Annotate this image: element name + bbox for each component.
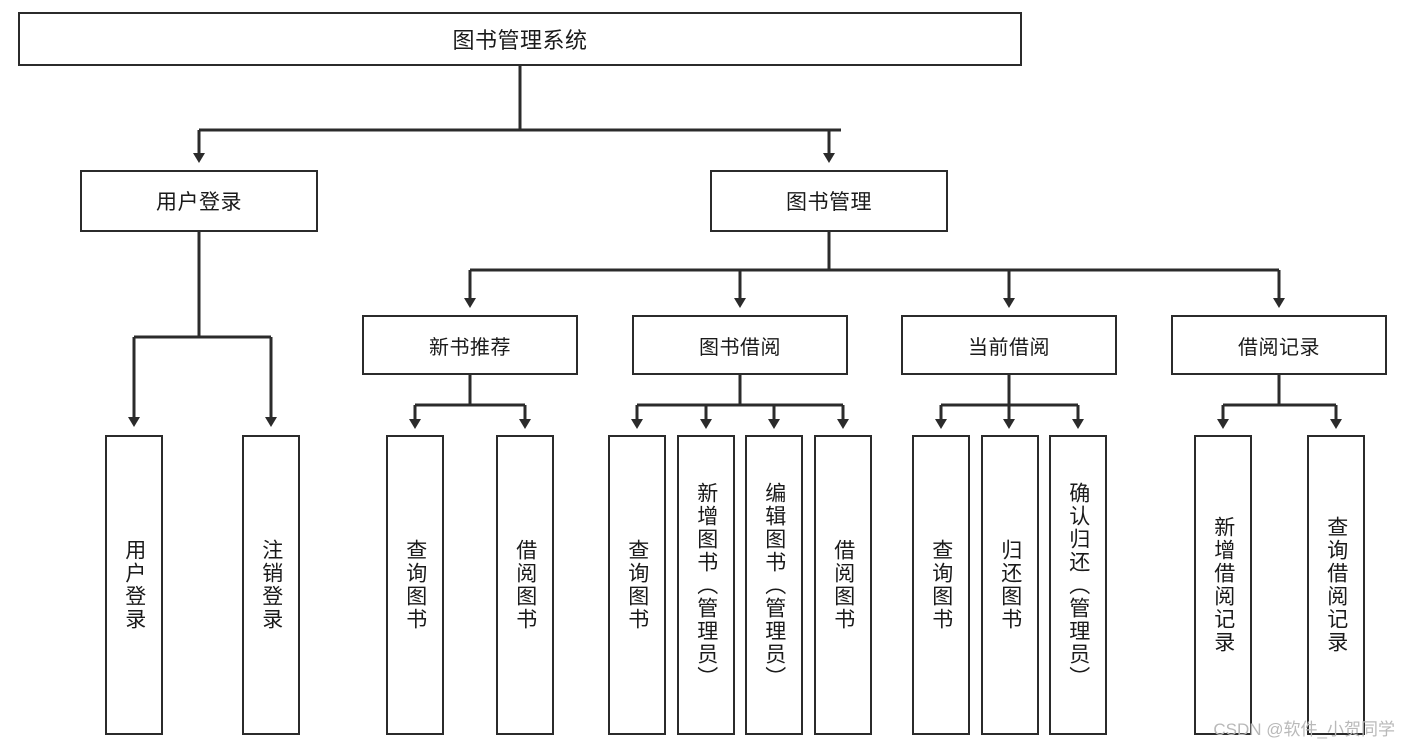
- leaf-borrow-book-1[interactable]: 借阅图书: [496, 435, 554, 735]
- leaf-edit-book[interactable]: 编辑图书（管理员）: [745, 435, 803, 735]
- node-new-book-recommend[interactable]: 新书推荐: [362, 315, 578, 375]
- node-book-management-label: 图书管理: [786, 191, 872, 214]
- leaf-logout-login-label: 注销登录: [259, 539, 283, 631]
- leaf-add-record-label: 新增借阅记录: [1211, 516, 1235, 654]
- leaf-confirm-return-label: 确认归还（管理员）: [1066, 481, 1090, 689]
- leaf-borrow-book-2-label: 借阅图书: [831, 539, 855, 631]
- leaf-logout-login[interactable]: 注销登录: [242, 435, 300, 735]
- leaf-user-login-label: 用户登录: [122, 539, 146, 631]
- leaf-return-book[interactable]: 归还图书: [981, 435, 1039, 735]
- leaf-query-record-label: 查询借阅记录: [1324, 516, 1348, 654]
- node-user-login[interactable]: 用户登录: [80, 170, 318, 232]
- leaf-add-book[interactable]: 新增图书（管理员）: [677, 435, 735, 735]
- leaf-borrow-book-1-label: 借阅图书: [513, 539, 537, 631]
- leaf-query-book-3-label: 查询图书: [929, 539, 953, 631]
- leaf-add-book-label: 新增图书（管理员）: [694, 481, 718, 689]
- node-book-borrow[interactable]: 图书借阅: [632, 315, 848, 375]
- node-root[interactable]: 图书管理系统: [18, 12, 1022, 66]
- leaf-query-record[interactable]: 查询借阅记录: [1307, 435, 1365, 735]
- leaf-user-login[interactable]: 用户登录: [105, 435, 163, 735]
- node-current-borrow[interactable]: 当前借阅: [901, 315, 1117, 375]
- node-book-borrow-label: 图书借阅: [699, 336, 781, 359]
- leaf-query-book-3[interactable]: 查询图书: [912, 435, 970, 735]
- leaf-confirm-return[interactable]: 确认归还（管理员）: [1049, 435, 1107, 735]
- leaf-query-book-1-label: 查询图书: [403, 539, 427, 631]
- node-user-login-label: 用户登录: [156, 191, 242, 214]
- leaf-query-book-1[interactable]: 查询图书: [386, 435, 444, 735]
- leaf-edit-book-label: 编辑图书（管理员）: [762, 481, 786, 689]
- leaf-borrow-book-2[interactable]: 借阅图书: [814, 435, 872, 735]
- leaf-query-book-2-label: 查询图书: [625, 539, 649, 631]
- leaf-return-book-label: 归还图书: [998, 539, 1022, 631]
- node-current-borrow-label: 当前借阅: [968, 336, 1050, 359]
- node-new-book-recommend-label: 新书推荐: [429, 336, 511, 359]
- leaf-query-book-2[interactable]: 查询图书: [608, 435, 666, 735]
- node-root-label: 图书管理系统: [452, 28, 588, 53]
- leaf-add-record[interactable]: 新增借阅记录: [1194, 435, 1252, 735]
- node-book-management[interactable]: 图书管理: [710, 170, 948, 232]
- node-borrow-record-label: 借阅记录: [1238, 336, 1320, 359]
- node-borrow-record[interactable]: 借阅记录: [1171, 315, 1387, 375]
